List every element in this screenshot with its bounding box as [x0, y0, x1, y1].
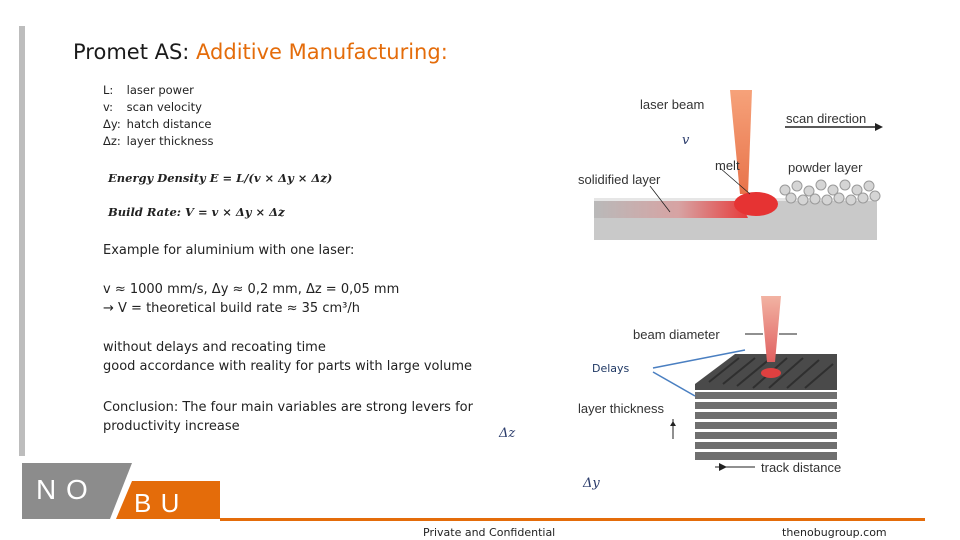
beam-shape	[761, 296, 781, 362]
footer-rule	[220, 518, 925, 521]
laser-beam-shape	[730, 90, 752, 194]
logo-right-text: B U	[134, 488, 180, 518]
conclusion-line-1: Conclusion: The four main variables are …	[103, 400, 473, 415]
solidified-leader	[649, 185, 671, 213]
scan-direction-arrowhead	[875, 123, 883, 131]
confidential-text: Private and Confidential	[423, 526, 556, 539]
build-rate-formula: Build Rate: V = v × Δy × Δz	[108, 205, 285, 219]
scan-direction-label: scan direction	[786, 111, 866, 126]
powder-layer-label: powder layer	[788, 160, 863, 175]
definition-text: scan velocity	[126, 100, 202, 114]
delays-label: Delays	[592, 362, 630, 375]
definition-symbol: v:	[103, 100, 114, 114]
example-intro: Example for aluminium with one laser:	[103, 243, 355, 258]
definition-row: L: laser power	[103, 82, 214, 99]
laser-scan-diagram: laser beam scan direction melt powder la…	[578, 90, 883, 240]
example-values: v ≈ 1000 mm/s, Δy ≈ 0,2 mm, Δz = 0,05 mm	[103, 282, 400, 297]
substrate-edge	[594, 198, 877, 201]
definition-symbol: L:	[103, 83, 114, 97]
website-text: thenobugroup.com	[782, 526, 887, 539]
layer-thickness-label: layer thickness	[578, 401, 664, 416]
layer-stack	[695, 354, 837, 460]
definition-row: Δz: layer thickness	[103, 133, 214, 150]
definition-text: laser power	[126, 83, 194, 97]
melt-spot	[761, 368, 781, 378]
melt-pool	[734, 192, 778, 216]
track-distance-label: track distance	[761, 460, 841, 475]
laser-beam-label: laser beam	[640, 97, 704, 112]
logo-right-panel	[116, 481, 220, 519]
dz-label: Δz	[499, 426, 516, 441]
melt-label: melt	[715, 158, 740, 173]
definition-row: Δy: hatch distance	[103, 116, 214, 133]
definition-symbol: Δz:	[103, 134, 121, 148]
slide-title: Promet AS: Additive Manufacturing:	[73, 40, 448, 64]
definitions-list: L: laser power v: scan velocity Δy: hatc…	[103, 82, 214, 150]
solidified-layer-shape	[594, 201, 748, 218]
nobu-logo: N O B U	[22, 463, 220, 519]
dy-label: Δy	[583, 476, 600, 491]
delays-leader-lower	[652, 371, 696, 397]
v-label: v	[682, 133, 690, 148]
delays-leader-upper	[652, 349, 746, 369]
beam-diameter-label: beam diameter	[633, 327, 720, 342]
definition-text: hatch distance	[126, 117, 212, 131]
left-accent-rule	[19, 26, 25, 456]
layer-build-diagram: beam diameter layer thickness track dist…	[578, 296, 841, 475]
definition-row: v: scan velocity	[103, 99, 214, 116]
track-distance-arrowhead	[719, 463, 727, 471]
definition-text: layer thickness	[126, 134, 214, 148]
logo-left-text: N O	[36, 474, 89, 505]
logo-left-panel	[22, 463, 132, 519]
powder-particles	[779, 179, 881, 206]
conclusion-line-2: productivity increase	[103, 419, 240, 434]
title-prefix: Promet AS:	[73, 40, 197, 64]
title-accent: Additive Manufacturing:	[196, 40, 448, 64]
energy-density-formula: Energy Density E = L/(v × Δy × Δz)	[108, 171, 333, 185]
solidified-layer-label: solidified layer	[578, 172, 661, 187]
melt-leader	[719, 167, 751, 195]
note-line-2: good accordance with reality for parts w…	[103, 359, 473, 374]
example-result: → V = theoretical build rate ≈ 35 cm³/h	[103, 301, 360, 316]
note-line-1: without delays and recoating time	[103, 340, 326, 355]
layer-thickness-arrowhead	[670, 421, 676, 426]
definition-symbol: Δy:	[103, 117, 121, 131]
